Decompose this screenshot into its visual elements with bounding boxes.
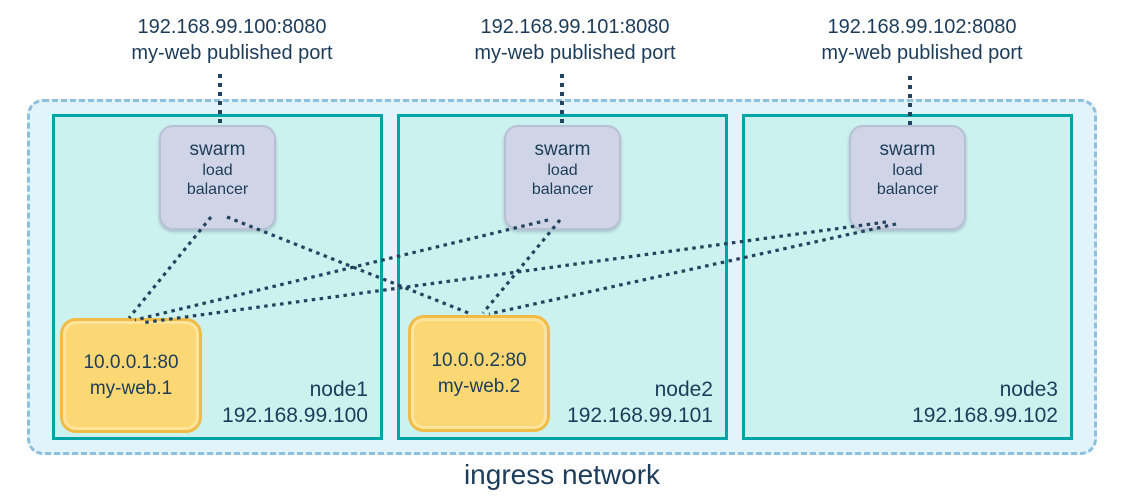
published-port-address: 192.168.99.100:8080 (137, 16, 327, 38)
node2-swarm-load-balancer: swarm load balancer (504, 125, 621, 230)
node-name: node3 (999, 378, 1058, 401)
published-port-label-3: 192.168.99.102:8080 my-web published por… (762, 14, 1082, 66)
node2-task-box: 10.0.0.2:80 my-web.2 (408, 315, 550, 432)
published-port-label-1: 192.168.99.100:8080 my-web published por… (72, 14, 392, 66)
node1-swarm-load-balancer: swarm load balancer (159, 125, 276, 230)
load-balancer-label: load (892, 162, 923, 179)
task-name: my-web.2 (437, 375, 521, 397)
published-port-caption: my-web published port (474, 42, 676, 64)
node-ip: 192.168.99.100 (222, 404, 368, 427)
node3-swarm-load-balancer: swarm load balancer (849, 125, 966, 230)
load-balancer-label: load (547, 162, 578, 179)
published-port-caption: my-web published port (131, 42, 333, 64)
load-balancer-label: load (202, 162, 233, 179)
load-balancer-label: swarm (879, 139, 936, 160)
published-port-label-2: 192.168.99.101:8080 my-web published por… (415, 14, 735, 66)
task-name: my-web.1 (89, 377, 173, 399)
published-port-caption: my-web published port (821, 42, 1023, 64)
node1-label: node1 192.168.99.100 (222, 377, 368, 429)
node1-task-box: 10.0.0.1:80 my-web.1 (60, 318, 202, 433)
node-ip: 192.168.99.102 (912, 404, 1058, 427)
node-ip: 192.168.99.101 (567, 404, 713, 427)
node3-label: node3 192.168.99.102 (912, 377, 1058, 429)
load-balancer-label: balancer (186, 181, 249, 198)
node2-label: node2 192.168.99.101 (567, 377, 713, 429)
load-balancer-label: swarm (534, 139, 591, 160)
published-port-address: 192.168.99.102:8080 (827, 16, 1017, 38)
published-port-address: 192.168.99.101:8080 (480, 16, 670, 38)
node-name: node2 (654, 378, 713, 401)
node3-box: swarm load balancer node3 192.168.99.102 (742, 114, 1073, 440)
load-balancer-label: balancer (876, 181, 939, 198)
ingress-network-label: ingress network (463, 459, 661, 490)
load-balancer-label: balancer (531, 181, 594, 198)
task-address: 10.0.0.1:80 (83, 351, 179, 373)
load-balancer-label: swarm (189, 139, 246, 160)
node-name: node1 (309, 378, 368, 401)
node1-box: swarm load balancer 10.0.0.1:80 my-web.1… (52, 114, 383, 440)
task-address: 10.0.0.2:80 (431, 349, 527, 371)
node2-box: swarm load balancer 10.0.0.2:80 my-web.2… (397, 114, 728, 440)
